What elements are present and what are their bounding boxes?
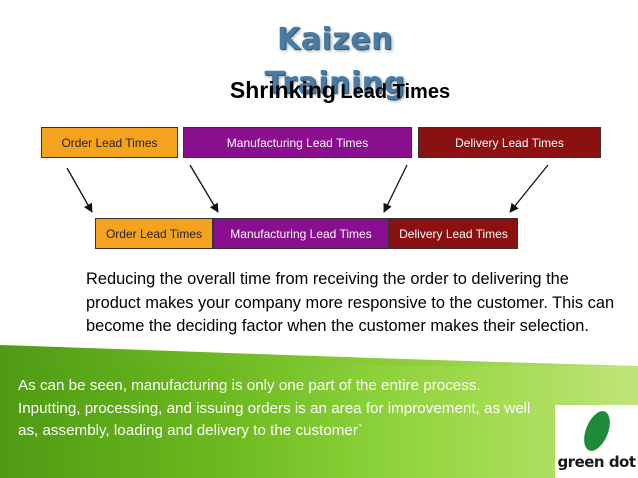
arrow-delivery-end bbox=[509, 164, 549, 213]
green-dot-logo: green dot bbox=[555, 405, 638, 478]
logo-text: green dot bbox=[557, 453, 636, 471]
slide-subtitle: Shrinking Lead Times bbox=[200, 74, 480, 106]
bottom-manufacturing-lead-times-box: Manufacturing Lead Times bbox=[213, 218, 389, 249]
footer-band bbox=[0, 366, 638, 478]
arrow-manufacturing-end bbox=[383, 164, 408, 213]
leaf-icon bbox=[584, 411, 610, 451]
bottom-order-lead-times-box: Order Lead Times bbox=[95, 218, 213, 249]
top-order-lead-times-box: Order Lead Times bbox=[41, 127, 178, 158]
subtitle-emphasis: Shrinking bbox=[229, 77, 336, 103]
slide-title: Kaizen Training bbox=[264, 22, 406, 101]
arrow-manufacturing-start bbox=[189, 164, 219, 213]
footer-text: As can be seen, manufacturing is only on… bbox=[18, 377, 531, 439]
top-manufacturing-lead-times-box: Manufacturing Lead Times bbox=[183, 127, 412, 158]
arrow-order-start bbox=[66, 167, 93, 213]
bottom-delivery-lead-times-box: Delivery Lead Times bbox=[389, 218, 518, 249]
subtitle-rest: Lead Times bbox=[340, 81, 451, 103]
top-delivery-lead-times-box: Delivery Lead Times bbox=[418, 127, 601, 158]
body-paragraph: Reducing the overall time from receiving… bbox=[86, 270, 615, 335]
